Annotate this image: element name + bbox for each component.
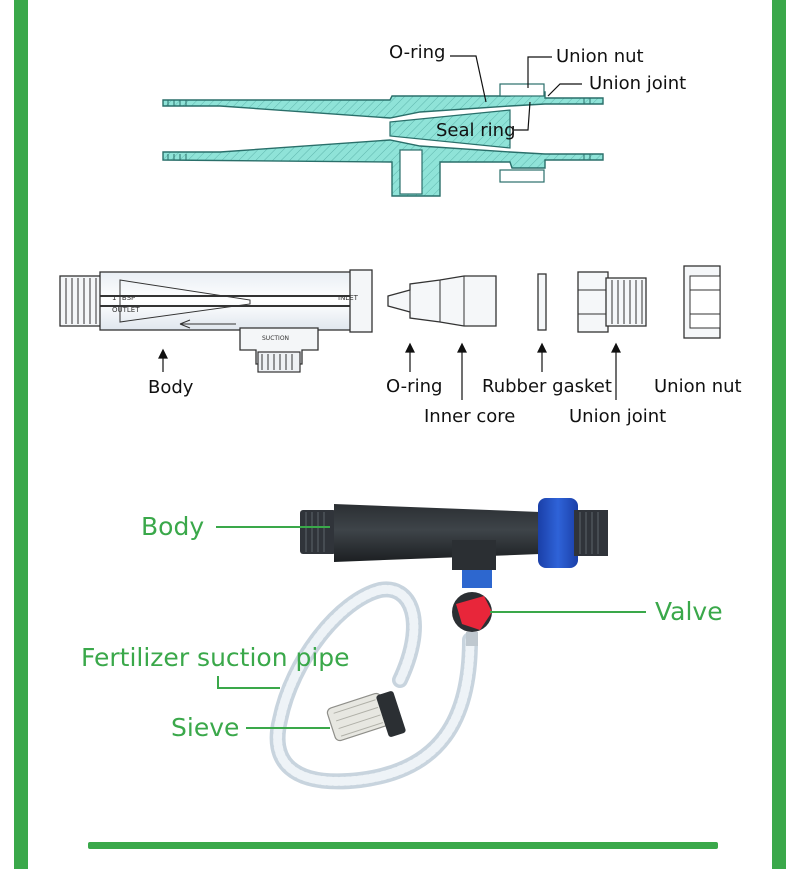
cross-section-lower-wall (162, 139, 604, 197)
label-union-nut-exploded: Union nut (654, 376, 742, 397)
body-marking-bsp: 1" BSP (112, 294, 135, 302)
bottom-divider (88, 842, 718, 849)
cross-section-drawing (162, 55, 604, 197)
product-photo (216, 498, 646, 790)
cross-section-union-nut (499, 83, 545, 97)
valve (452, 560, 492, 646)
frame-left-border (14, 0, 28, 869)
label-o-ring-exploded: O-ring (386, 376, 443, 397)
body-marking-outlet: OUTLET (112, 306, 140, 314)
exploded-body: 1" BSP OUTLET INLET SUCTION (59, 269, 373, 373)
label-rubber-gasket: Rubber gasket (482, 376, 612, 397)
label-union-nut-top: Union nut (556, 46, 644, 67)
label-inner-core: Inner core (424, 406, 516, 427)
photo-leaders (216, 526, 646, 729)
label-union-joint-exploded: Union joint (569, 406, 667, 427)
cross-section-upper-wall (162, 91, 604, 119)
label-body-photo: Body (141, 512, 205, 541)
cross-section-leaders (450, 55, 582, 131)
label-sieve: Sieve (171, 713, 240, 742)
label-seal-ring: Seal ring (436, 120, 516, 141)
venturi-body (300, 498, 608, 570)
label-union-joint-top: Union joint (589, 73, 687, 94)
exploded-view: 1" BSP OUTLET INLET SUCTION (59, 265, 721, 400)
exploded-inner-core (387, 275, 497, 327)
exploded-union-joint (577, 271, 647, 333)
body-marking-inlet: INLET (338, 294, 359, 302)
label-valve: Valve (655, 597, 723, 626)
exploded-rubber-gasket (537, 273, 547, 331)
label-body-exploded: Body (148, 377, 194, 398)
frame-right-border (772, 0, 786, 869)
body-marking-suction: SUCTION (262, 335, 289, 342)
exploded-union-nut (683, 265, 721, 339)
suction-hose (269, 581, 478, 790)
cross-section-inner-core (389, 109, 511, 149)
exploded-leaders (158, 342, 621, 400)
sieve (326, 691, 406, 742)
label-suction-pipe: Fertilizer suction pipe (81, 643, 350, 672)
label-o-ring-top: O-ring (389, 42, 446, 63)
